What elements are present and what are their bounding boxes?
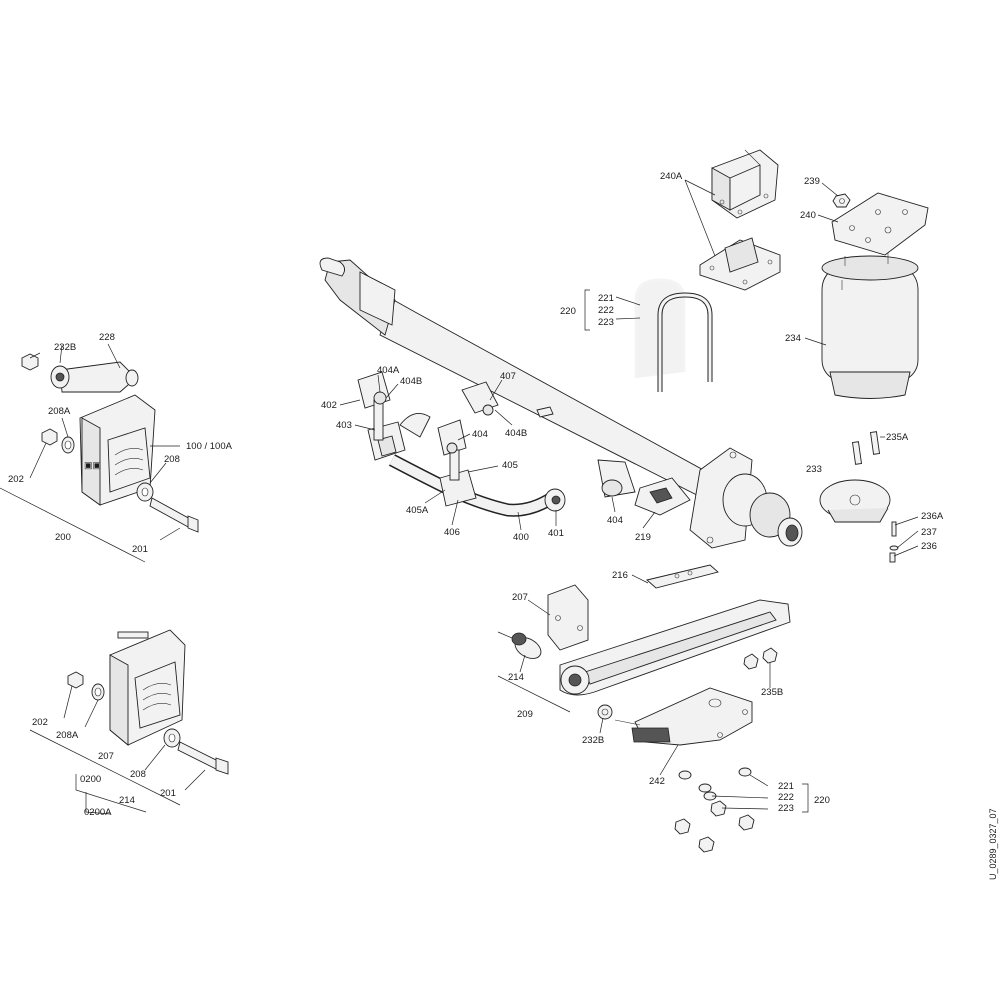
label-403: 403 bbox=[336, 420, 352, 431]
washer-208A-top bbox=[61, 436, 75, 454]
label-236A: 236A bbox=[921, 511, 944, 522]
label-223-upper: 223 bbox=[598, 317, 614, 328]
bushing-214-right bbox=[511, 632, 542, 659]
label-402: 402 bbox=[321, 400, 337, 411]
label-208-bottom: 208 bbox=[130, 769, 146, 780]
label-201-top: 201 bbox=[132, 544, 148, 555]
bolts-235A bbox=[851, 431, 881, 465]
label-232B-left: 232B bbox=[54, 342, 76, 353]
label-207-right: 207 bbox=[512, 592, 528, 603]
label-221-lower: 221 bbox=[778, 781, 794, 792]
label-0200: 0200 bbox=[80, 774, 101, 785]
label-202-top: 202 bbox=[8, 474, 24, 485]
wheel-hub bbox=[689, 447, 803, 549]
drawing-id: U_0289_0327_07 bbox=[988, 808, 998, 880]
label-216: 216 bbox=[612, 570, 628, 581]
label-404B-right: 404B bbox=[505, 428, 527, 439]
leaf-spring-209 bbox=[559, 599, 791, 696]
washer-208-top bbox=[136, 482, 154, 502]
label-405: 405 bbox=[502, 460, 518, 471]
label-404-right: 404 bbox=[607, 515, 623, 526]
label-220-upper: 220 bbox=[560, 306, 576, 317]
label-233: 233 bbox=[806, 464, 822, 475]
label-214-left: 214 bbox=[119, 795, 135, 806]
label-0200A: 0200A bbox=[84, 807, 112, 818]
label-208A-bottom: 208A bbox=[56, 730, 79, 741]
label-220-lower: 220 bbox=[814, 795, 830, 806]
washer-208A-bottom bbox=[91, 683, 105, 701]
nut-232B-left bbox=[21, 353, 39, 371]
bracket-0200 bbox=[109, 629, 186, 746]
stabilizer-bar-400 bbox=[388, 454, 566, 517]
label-232B-right: 232B bbox=[582, 735, 604, 746]
air-spring-234 bbox=[821, 253, 919, 399]
nuts-235B bbox=[743, 647, 778, 670]
nut-232B-right bbox=[597, 704, 613, 720]
label-201-bottom: 201 bbox=[160, 788, 176, 799]
axle-bracket-404 bbox=[461, 381, 636, 498]
label-234: 234 bbox=[785, 333, 801, 344]
shock-absorber-228 bbox=[50, 361, 139, 393]
top-plate-240 bbox=[831, 192, 929, 256]
label-239: 239 bbox=[804, 176, 820, 187]
label-407: 407 bbox=[500, 371, 516, 382]
shim-407 bbox=[536, 406, 554, 418]
label-214-right: 214 bbox=[508, 672, 524, 683]
bracket-240A-lower bbox=[699, 237, 781, 291]
label-406: 406 bbox=[444, 527, 460, 538]
brand-mark: ▣▣ bbox=[84, 460, 101, 470]
label-222-lower: 222 bbox=[778, 792, 794, 803]
bracket-100: ▣▣ bbox=[79, 394, 156, 506]
label-242: 242 bbox=[649, 776, 665, 787]
drop-links-403 bbox=[357, 371, 467, 481]
bracket-219 bbox=[634, 477, 691, 516]
label-200: 200 bbox=[55, 532, 71, 543]
label-100-100A: 100 / 100A bbox=[186, 441, 233, 452]
plate-242 bbox=[614, 687, 753, 746]
label-236: 236 bbox=[921, 541, 937, 552]
label-237: 237 bbox=[921, 527, 937, 538]
plate-216 bbox=[646, 564, 719, 589]
label-240A: 240A bbox=[660, 171, 683, 182]
leader-lines bbox=[0, 179, 919, 815]
label-207-left: 207 bbox=[98, 751, 114, 762]
label-208-top: 208 bbox=[164, 454, 180, 465]
bracket-240A-upper bbox=[711, 149, 779, 219]
label-235B: 235B bbox=[761, 687, 783, 698]
bolt-201-top bbox=[149, 497, 199, 533]
bracket-207-right bbox=[547, 584, 589, 651]
label-209: 209 bbox=[517, 709, 533, 720]
nut-239 bbox=[832, 193, 851, 208]
washer-208-bottom bbox=[163, 728, 181, 748]
nut-202-top bbox=[41, 428, 58, 446]
washers-nuts-220-lower bbox=[674, 767, 755, 853]
label-221-upper: 221 bbox=[598, 293, 614, 304]
label-404A: 404A bbox=[377, 365, 400, 376]
label-228: 228 bbox=[99, 332, 115, 343]
part-labels: 240A 239 240 234 220 221 222 223 232B 22… bbox=[8, 171, 944, 818]
bolt-201-bottom bbox=[177, 741, 229, 775]
label-405A: 405A bbox=[406, 505, 429, 516]
label-400: 400 bbox=[513, 532, 529, 543]
nut-202-bottom bbox=[67, 671, 84, 689]
label-404-mid: 404 bbox=[472, 429, 488, 440]
label-208A-top: 208A bbox=[48, 406, 71, 417]
label-223-lower: 223 bbox=[778, 803, 794, 814]
label-401: 401 bbox=[548, 528, 564, 539]
plate-233 bbox=[819, 479, 891, 523]
label-202-bottom: 202 bbox=[32, 717, 48, 728]
u-bolts-upper bbox=[634, 278, 713, 392]
label-222-upper: 222 bbox=[598, 305, 614, 316]
screws-236 bbox=[889, 521, 899, 563]
label-404B-left: 404B bbox=[400, 376, 422, 387]
label-219: 219 bbox=[635, 532, 651, 543]
label-235A: 235A bbox=[886, 432, 909, 443]
label-240: 240 bbox=[800, 210, 816, 221]
axle-beam bbox=[319, 257, 781, 533]
